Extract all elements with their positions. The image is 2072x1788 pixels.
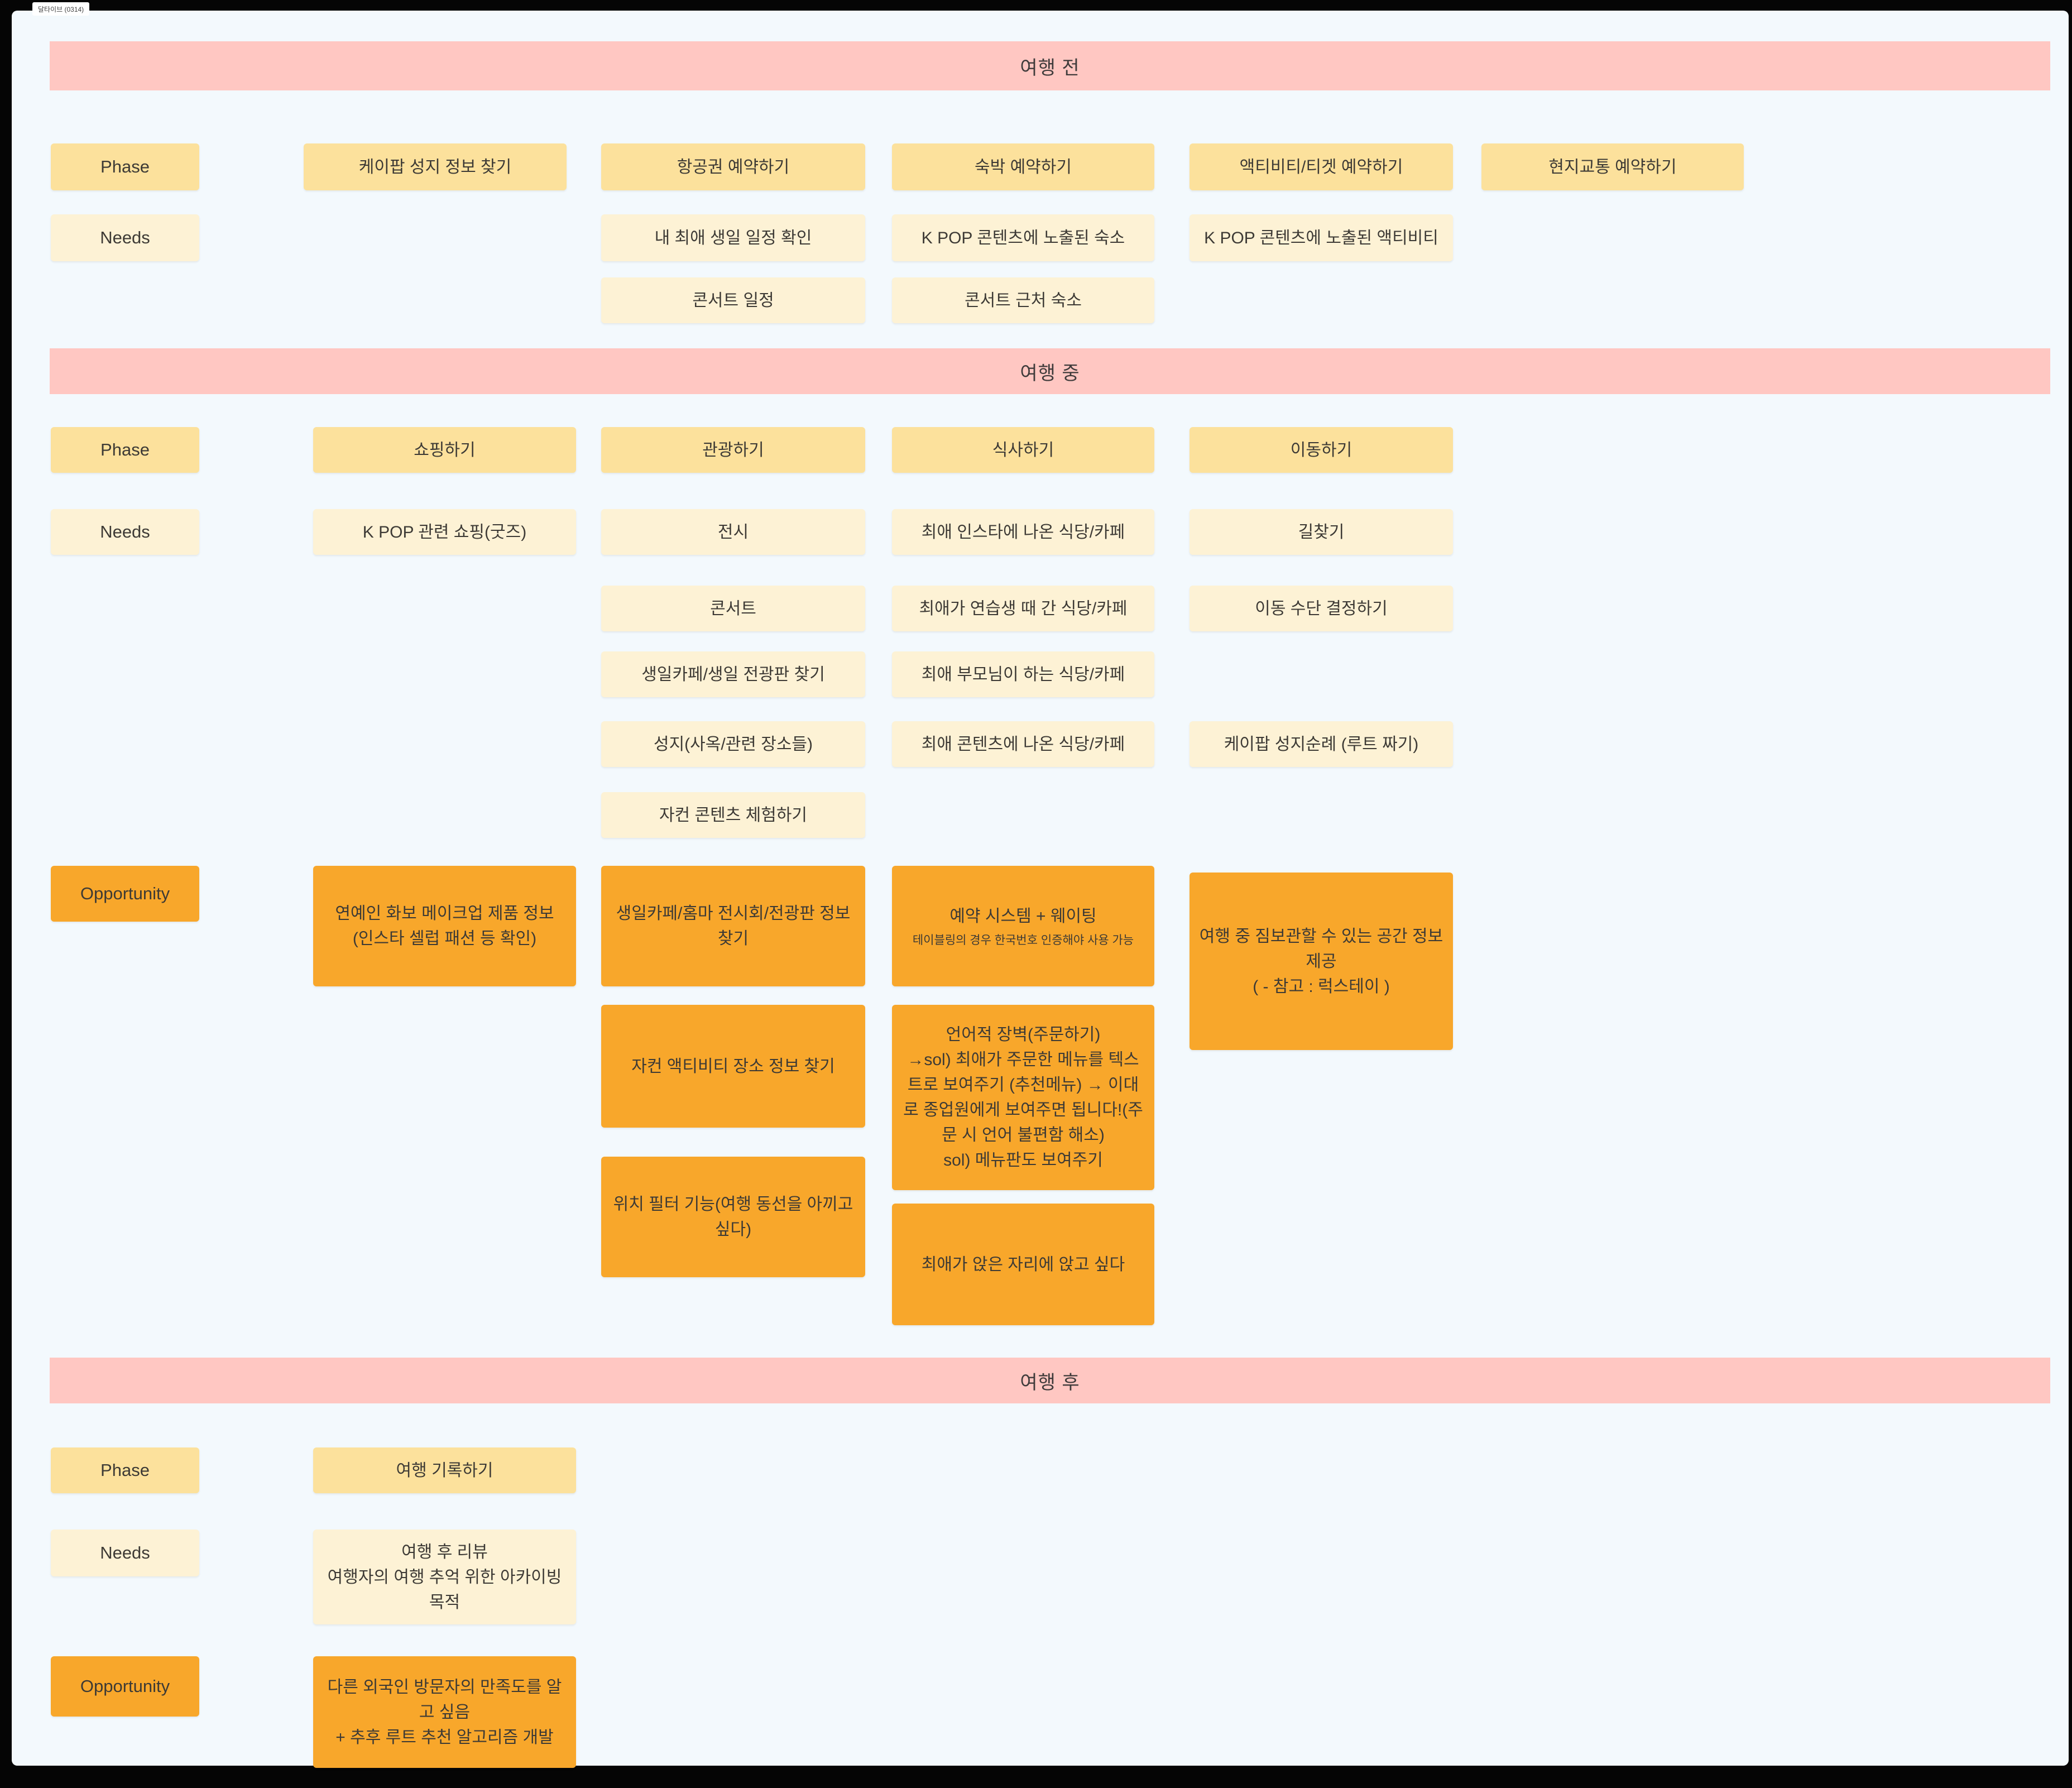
- opportunity-sticky[interactable]: 위치 필터 기능(여행 동선을 아끼고 싶다): [601, 1157, 865, 1277]
- phase-sticky[interactable]: 항공권 예약하기: [601, 143, 865, 190]
- opportunity-sticky[interactable]: 예약 시스템 + 웨이팅 테이블링의 경우 한국번호 인증해야 사용 가능: [892, 866, 1154, 986]
- needs-sticky[interactable]: 이동 수단 결정하기: [1190, 586, 1453, 631]
- section-banner-during-trip[interactable]: 여행 중: [50, 348, 2050, 394]
- needs-sticky[interactable]: 생일카페/생일 전광판 찾기: [601, 651, 865, 697]
- needs-sticky[interactable]: 콘서트 일정: [601, 277, 865, 323]
- phase-sticky[interactable]: 숙박 예약하기: [892, 143, 1154, 190]
- needs-sticky[interactable]: 최애 콘텐츠에 나온 식당/카페: [892, 721, 1154, 767]
- phase-sticky[interactable]: 이동하기: [1190, 427, 1453, 473]
- phase-sticky[interactable]: 쇼핑하기: [313, 427, 576, 473]
- needs-sticky[interactable]: K POP 콘텐츠에 노출된 액티비티: [1190, 214, 1453, 261]
- section-banner-before-trip[interactable]: 여행 전: [50, 41, 2050, 90]
- row-label-phase[interactable]: Phase: [51, 143, 199, 190]
- opportunity-sticky[interactable]: 다른 외국인 방문자의 만족도를 알고 싶음 + 추후 루트 추천 알고리즘 개…: [313, 1656, 576, 1768]
- row-label-phase[interactable]: Phase: [51, 427, 199, 473]
- opportunity-sticky[interactable]: 최애가 앉은 자리에 앉고 싶다: [892, 1204, 1154, 1325]
- opportunity-title: 예약 시스템 + 웨이팅: [949, 907, 1097, 926]
- opportunity-note: 테이블링의 경우 한국번호 인증해야 사용 가능: [912, 933, 1134, 947]
- frame-title[interactable]: 달타이브 (0314): [32, 2, 90, 16]
- phase-sticky[interactable]: 액티비티/티겟 예약하기: [1190, 143, 1453, 190]
- phase-sticky[interactable]: 여행 기록하기: [313, 1447, 576, 1493]
- needs-sticky[interactable]: K POP 콘텐츠에 노출된 숙소: [892, 214, 1154, 261]
- opportunity-sticky[interactable]: 여행 중 짐보관할 수 있는 공간 정보 제공 ( - 참고 : 럭스테이 ): [1190, 873, 1453, 1050]
- needs-sticky[interactable]: 길찾기: [1190, 509, 1453, 555]
- needs-sticky[interactable]: 콘서트: [601, 586, 865, 631]
- needs-sticky[interactable]: 최애가 연습생 때 간 식당/카페: [892, 586, 1154, 631]
- needs-sticky[interactable]: 케이팝 성지순례 (루트 짜기): [1190, 721, 1453, 767]
- needs-sticky[interactable]: K POP 관련 쇼핑(굿즈): [313, 509, 576, 555]
- board-canvas: 여행 전 Phase 케이팝 성지 정보 찾기 항공권 예약하기 숙박 예약하기…: [12, 11, 2069, 1768]
- needs-sticky[interactable]: 전시: [601, 509, 865, 555]
- section-banner-after-trip[interactable]: 여행 후: [50, 1358, 2050, 1403]
- phase-sticky[interactable]: 식사하기: [892, 427, 1154, 473]
- row-label-needs[interactable]: Needs: [51, 1530, 199, 1576]
- opportunity-sticky[interactable]: 생일카페/홈마 전시회/전광판 정보 찾기: [601, 866, 865, 986]
- needs-sticky[interactable]: 콘서트 근처 숙소: [892, 277, 1154, 323]
- row-label-phase[interactable]: Phase: [51, 1447, 199, 1493]
- needs-sticky[interactable]: 성지(사옥/관련 장소들): [601, 721, 865, 767]
- phase-sticky[interactable]: 케이팝 성지 정보 찾기: [304, 143, 567, 190]
- needs-sticky[interactable]: 최애 부모님이 하는 식당/카페: [892, 651, 1154, 697]
- row-label-needs[interactable]: Needs: [51, 214, 199, 261]
- needs-sticky[interactable]: 최애 인스타에 나온 식당/카페: [892, 509, 1154, 555]
- opportunity-sticky[interactable]: 언어적 장벽(주문하기) →sol) 최애가 주문한 메뉴를 텍스트로 보여주기…: [892, 1005, 1154, 1190]
- opportunity-sticky[interactable]: 자컨 액티비티 장소 정보 찾기: [601, 1005, 865, 1128]
- row-label-opportunity[interactable]: Opportunity: [51, 1656, 199, 1717]
- needs-sticky[interactable]: 자컨 콘텐츠 체험하기: [601, 792, 865, 838]
- row-label-needs[interactable]: Needs: [51, 509, 199, 555]
- opportunity-sticky[interactable]: 연예인 화보 메이크업 제품 정보 (인스타 셀럽 패션 등 확인): [313, 866, 576, 986]
- phase-sticky[interactable]: 관광하기: [601, 427, 865, 473]
- row-label-opportunity[interactable]: Opportunity: [51, 866, 199, 922]
- needs-sticky[interactable]: 내 최애 생일 일정 확인: [601, 214, 865, 261]
- phase-sticky[interactable]: 현지교통 예약하기: [1481, 143, 1744, 190]
- needs-sticky[interactable]: 여행 후 리뷰 여행자의 여행 추억 위한 아카이빙 목적: [313, 1530, 576, 1624]
